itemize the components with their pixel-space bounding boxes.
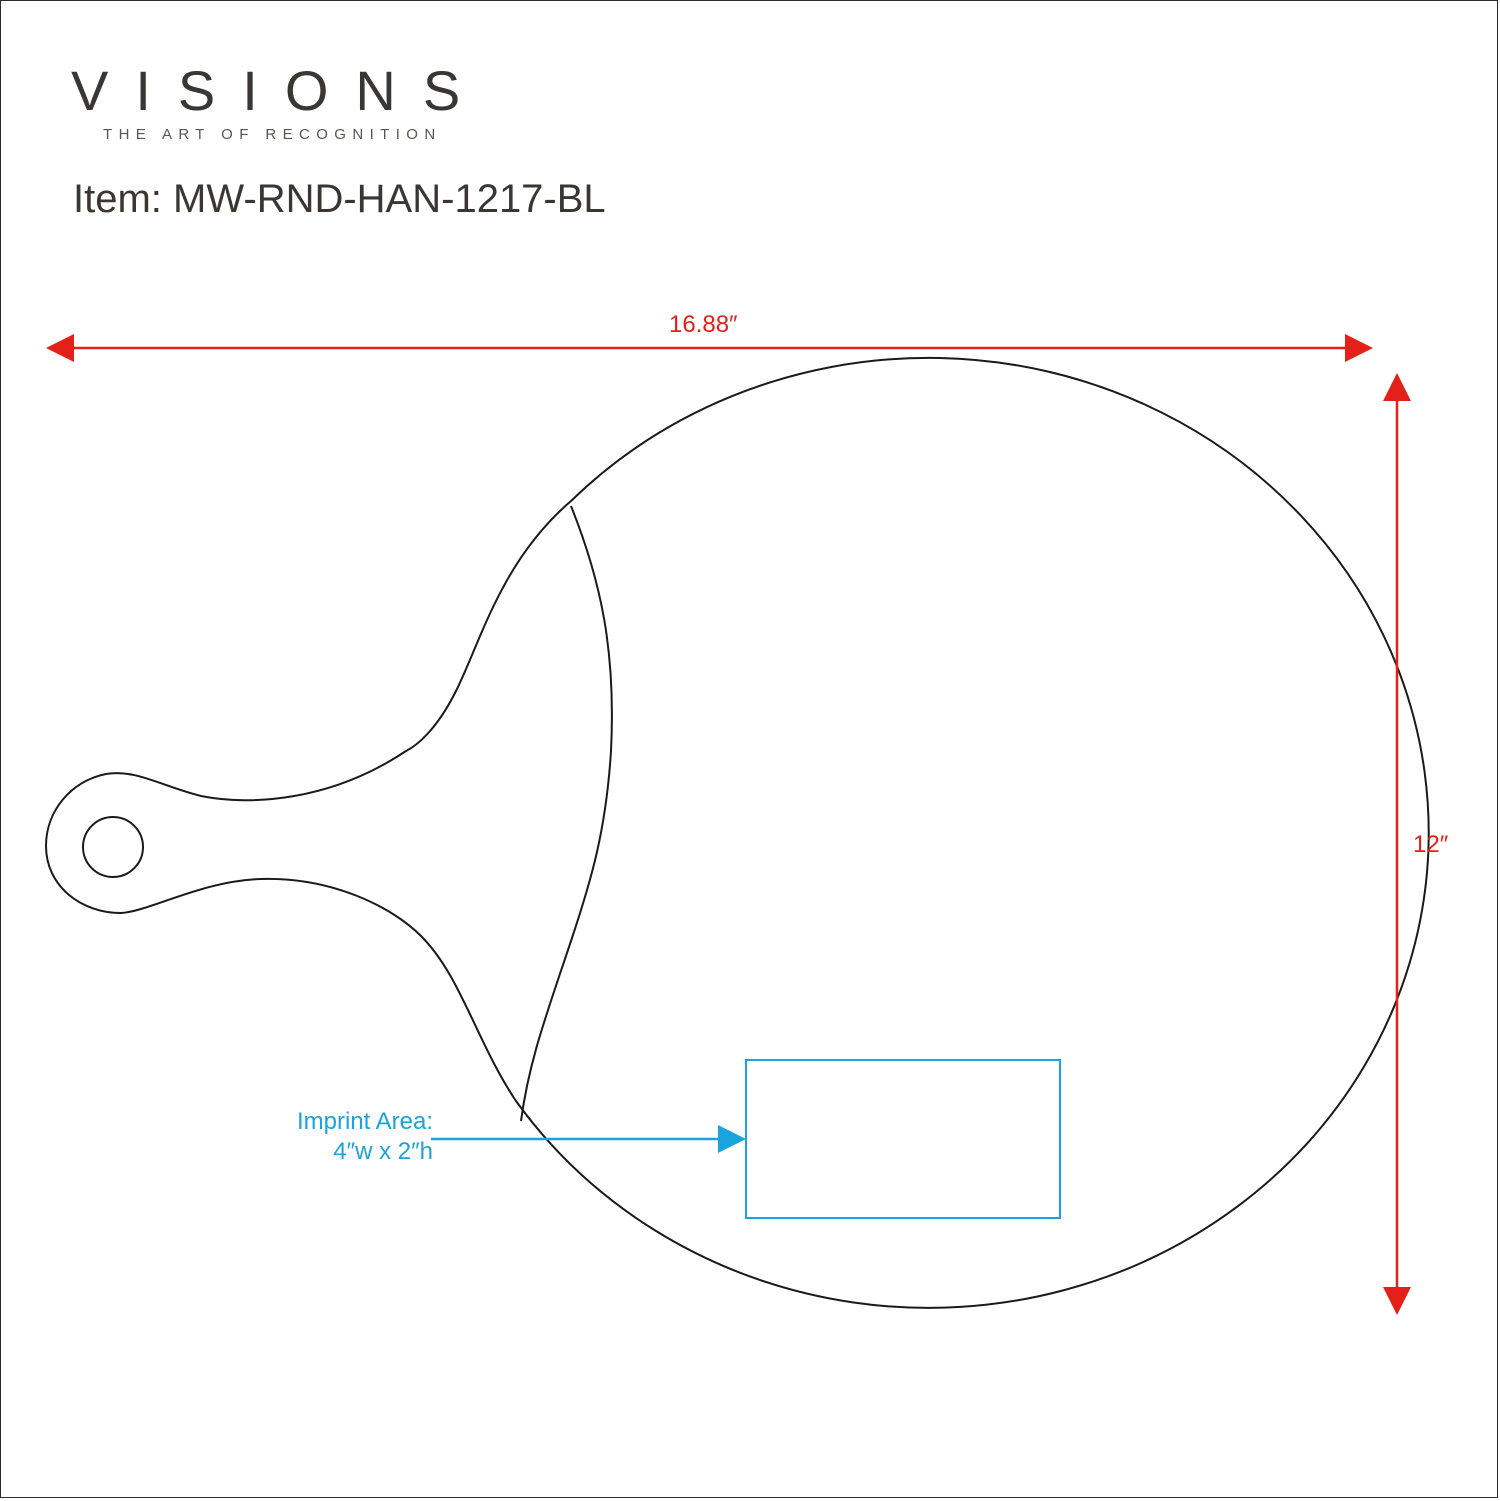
brand-tagline: THE ART OF RECOGNITION [103,126,442,143]
board-outline [44,356,1430,1309]
imprint-area-label: Imprint Area: 4″w x 2″h [233,1107,433,1167]
imprint-label-title: Imprint Area: [296,1108,433,1135]
board-seam-line [520,505,613,1122]
height-dimension-label: 12″ [1413,831,1449,858]
imprint-arrow-icon [718,1125,746,1153]
imprint-area-box [745,1059,1061,1219]
imprint-label-size: 4″w x 2″h [333,1138,433,1165]
width-arrow-left-icon [46,334,74,362]
handle-hole [82,816,144,878]
height-arrow-down-icon [1383,1287,1411,1315]
brand-logo: VISIONS THE ART OF RECOGNITION [71,59,461,143]
height-arrow-up-icon [1383,373,1411,401]
width-arrow-right-icon [1345,334,1373,362]
item-title: Item: MW-RND-HAN-1217-BL [73,177,606,221]
width-dimension-label: 16.88″ [669,311,738,338]
brand-name: VISIONS [71,59,488,122]
